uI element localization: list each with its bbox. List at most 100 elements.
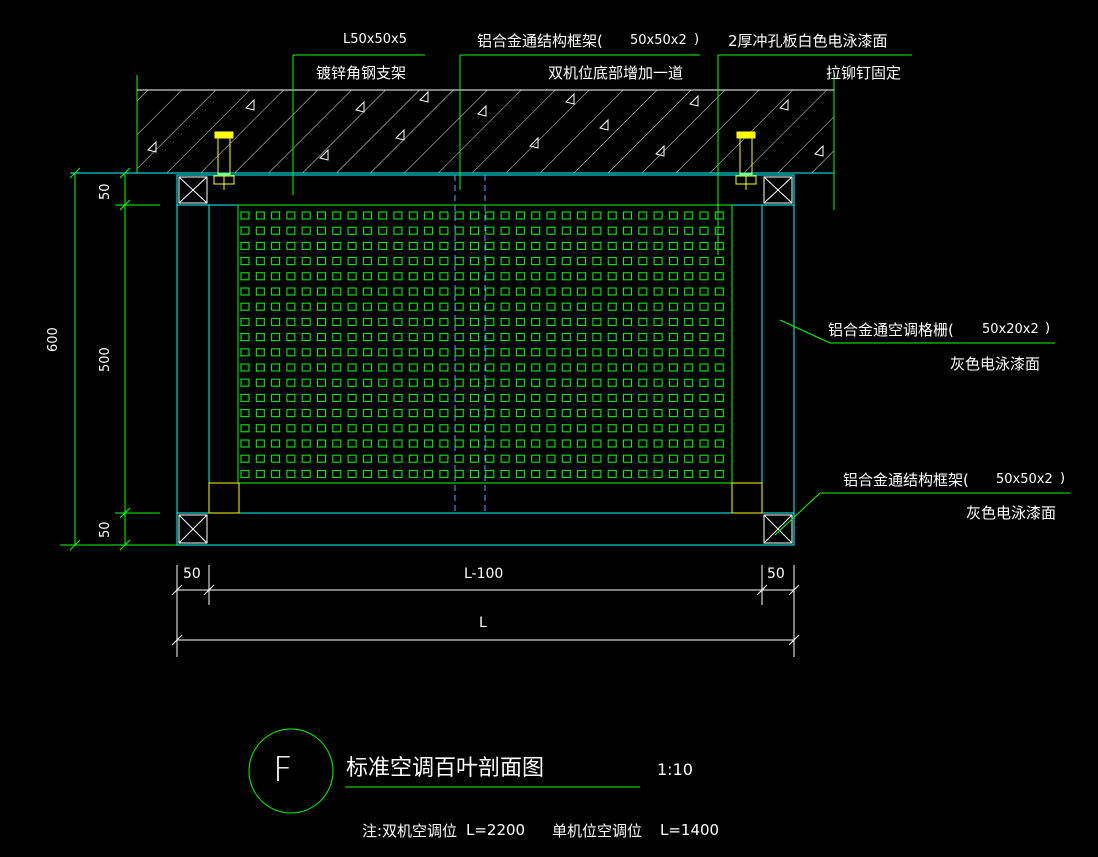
perforation-hole bbox=[623, 439, 632, 448]
perforation-hole bbox=[638, 363, 648, 372]
perforation-hole bbox=[577, 348, 587, 357]
perforation-hole bbox=[668, 439, 678, 448]
perforation-hole bbox=[332, 333, 342, 342]
perforation-hole bbox=[592, 469, 602, 478]
perforation-hole bbox=[408, 409, 418, 418]
perforation-hole bbox=[378, 439, 388, 448]
title-block bbox=[248, 728, 640, 814]
perforation-hole bbox=[271, 469, 281, 478]
perforation-hole bbox=[378, 393, 388, 402]
perforation-hole bbox=[271, 348, 281, 357]
perforation-hole bbox=[623, 409, 632, 418]
perforation-hole bbox=[286, 272, 296, 281]
perforation-hole bbox=[699, 211, 709, 220]
perforation-hole bbox=[531, 393, 541, 402]
dim-left-mid: 500 bbox=[98, 347, 113, 372]
anchor-bolt-left bbox=[213, 131, 235, 190]
perforation-hole bbox=[577, 454, 587, 463]
perforation-hole bbox=[286, 287, 296, 296]
perforation-hole bbox=[561, 317, 571, 326]
perforation-hole bbox=[485, 226, 495, 235]
perforation-hole bbox=[546, 348, 556, 357]
perforation-hole bbox=[638, 211, 648, 220]
perforation-hole bbox=[408, 424, 418, 433]
perforation-hole bbox=[286, 409, 296, 418]
perforation-hole bbox=[546, 241, 556, 250]
perforation-hole bbox=[286, 348, 296, 357]
dim-left-total: 600 bbox=[46, 327, 61, 352]
perforation-hole bbox=[286, 469, 296, 478]
perforation-hole bbox=[577, 469, 587, 478]
perforation-hole bbox=[424, 439, 434, 448]
perforation-hole bbox=[378, 257, 388, 266]
perforation-hole bbox=[332, 287, 342, 296]
perforation-hole bbox=[470, 272, 479, 281]
perforation-hole bbox=[424, 211, 434, 220]
perforation-hole bbox=[271, 439, 281, 448]
perforation-hole bbox=[561, 226, 571, 235]
perforation-hole bbox=[393, 469, 403, 478]
perforation-hole bbox=[255, 333, 265, 342]
perforation-hole bbox=[470, 302, 479, 311]
perforation-hole bbox=[424, 393, 434, 402]
perforation-hole bbox=[240, 287, 250, 296]
perforation-hole bbox=[286, 454, 296, 463]
perforation-hole bbox=[454, 393, 464, 402]
perforation-hole bbox=[286, 363, 296, 372]
perforation-hole bbox=[515, 454, 525, 463]
perforation-hole bbox=[531, 409, 541, 418]
perforation-hole bbox=[362, 241, 372, 250]
label-frame-top-size: 50x50x2 bbox=[630, 33, 687, 48]
note-double-length: L=2200 bbox=[466, 821, 526, 839]
perforation-hole bbox=[653, 287, 663, 296]
perforation-hole bbox=[531, 302, 541, 311]
perforation-hole bbox=[439, 393, 449, 402]
perforation-hole bbox=[255, 454, 265, 463]
perforation-hole bbox=[424, 363, 434, 372]
perforation-hole bbox=[286, 333, 296, 342]
perforation-hole bbox=[439, 378, 449, 387]
perforation-hole bbox=[653, 348, 663, 357]
perforation-hole bbox=[714, 317, 724, 326]
perforation-hole bbox=[485, 363, 495, 372]
perforation-hole bbox=[424, 226, 434, 235]
perforation-hole bbox=[408, 454, 418, 463]
perforation-hole bbox=[255, 272, 265, 281]
perforation-hole bbox=[240, 333, 250, 342]
perforation-hole bbox=[378, 333, 388, 342]
perforation-hole bbox=[485, 348, 495, 357]
perforation-hole bbox=[668, 272, 678, 281]
perforation-hole bbox=[546, 226, 556, 235]
perforation-hole bbox=[653, 393, 663, 402]
perforation-hole bbox=[378, 378, 388, 387]
perforation-hole bbox=[240, 363, 250, 372]
perforation-hole bbox=[439, 363, 449, 372]
perforation-hole bbox=[408, 363, 418, 372]
perforation-hole bbox=[546, 469, 556, 478]
perforation-hole bbox=[439, 302, 449, 311]
perforation-hole bbox=[577, 424, 587, 433]
perforation-hole bbox=[623, 226, 632, 235]
label-grille: 铝合金通空调格栅( bbox=[828, 321, 954, 339]
perforation-hole bbox=[240, 348, 250, 357]
perforation-hole bbox=[577, 241, 587, 250]
perforation-hole bbox=[454, 348, 464, 357]
perforation-hole bbox=[408, 302, 418, 311]
perforation-hole bbox=[668, 302, 678, 311]
note-single-length: L=1400 bbox=[660, 821, 720, 839]
perforation-hole bbox=[592, 226, 602, 235]
perforation-hole bbox=[332, 393, 342, 402]
perforation-hole bbox=[515, 333, 525, 342]
perforation-hole bbox=[454, 454, 464, 463]
perforation-hole bbox=[653, 226, 663, 235]
perforation-hole bbox=[485, 469, 495, 478]
perforation-hole bbox=[668, 333, 678, 342]
perforation-hole bbox=[347, 241, 357, 250]
perforation-hole bbox=[546, 302, 556, 311]
perforation-hole bbox=[592, 454, 602, 463]
perforation-hole bbox=[699, 302, 709, 311]
perforation-hole bbox=[638, 469, 648, 478]
perforation-hole bbox=[638, 378, 648, 387]
perforation-hole bbox=[317, 348, 326, 357]
